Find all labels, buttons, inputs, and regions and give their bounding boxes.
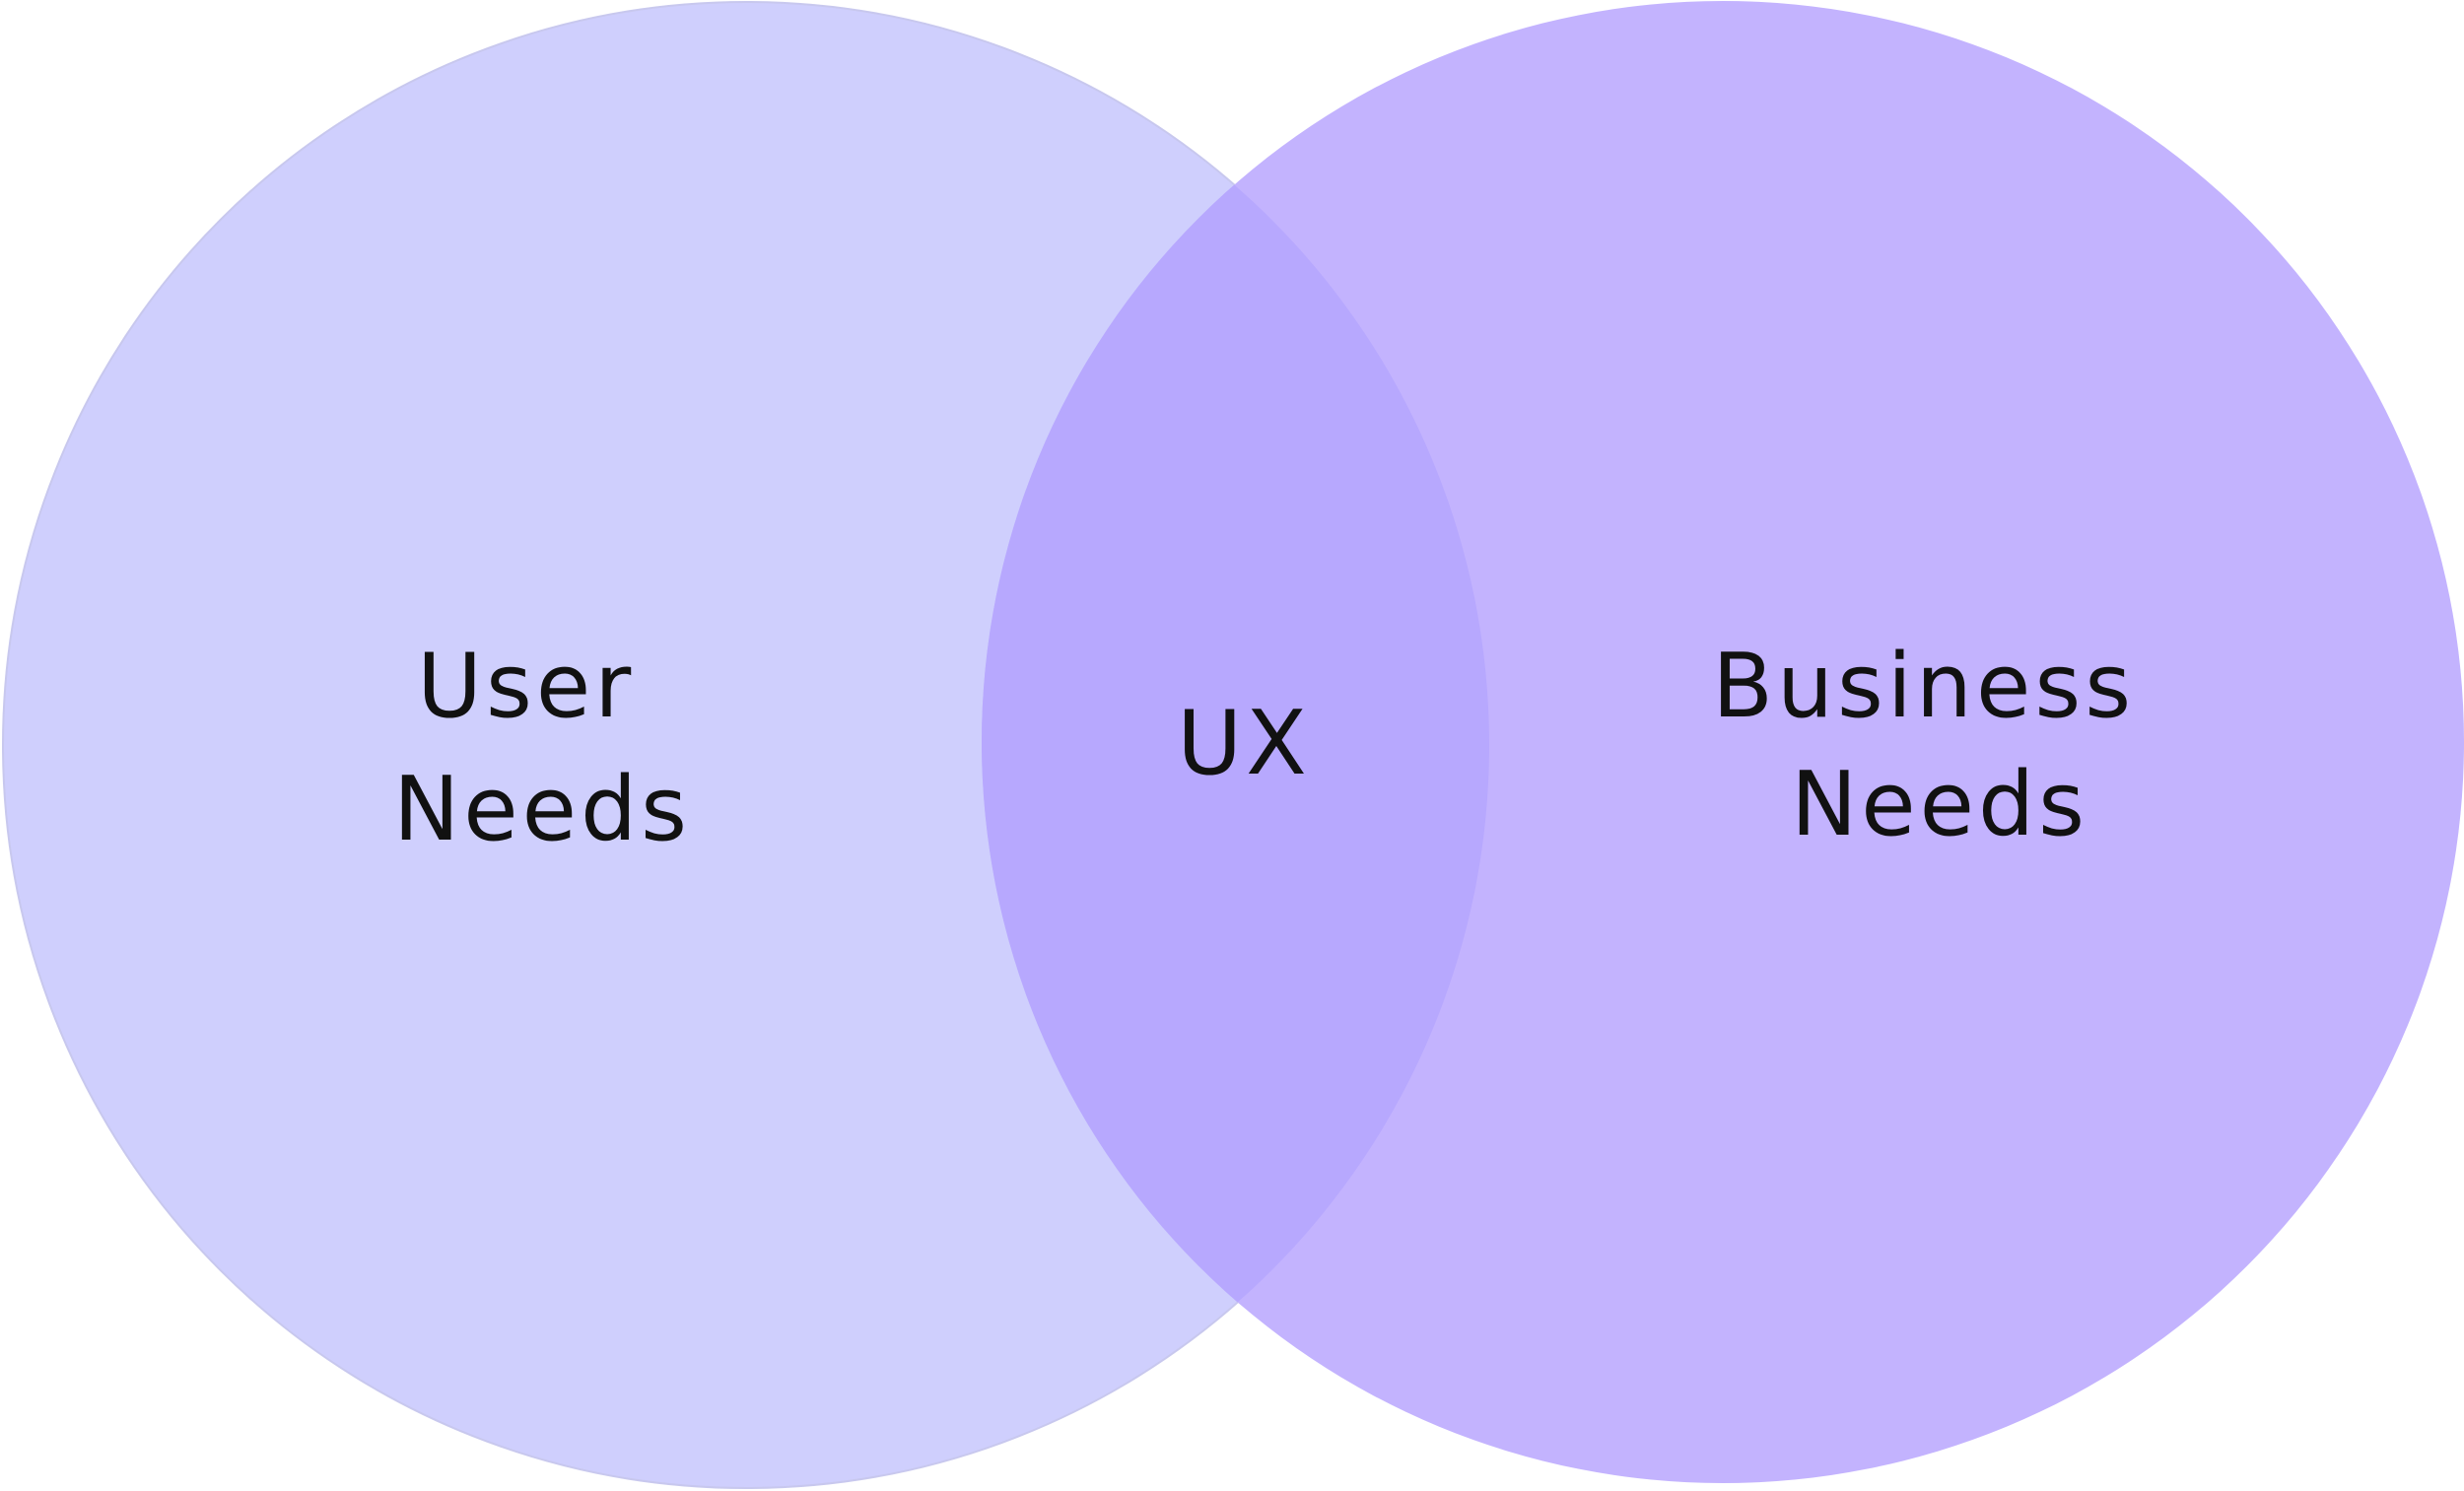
business-needs-label: Business Needs — [1712, 635, 2166, 856]
ux-label: UX — [1177, 692, 1311, 795]
user-needs-label: User Needs — [393, 635, 691, 861]
business-needs-label-line-1: Business — [1712, 635, 2135, 738]
user-needs-label-line-2: Needs — [393, 758, 691, 861]
business-needs-label-line-2: Needs — [1791, 753, 2088, 856]
user-needs-label-line-1: User — [417, 635, 635, 738]
ux-intersection — [982, 2, 1489, 1483]
